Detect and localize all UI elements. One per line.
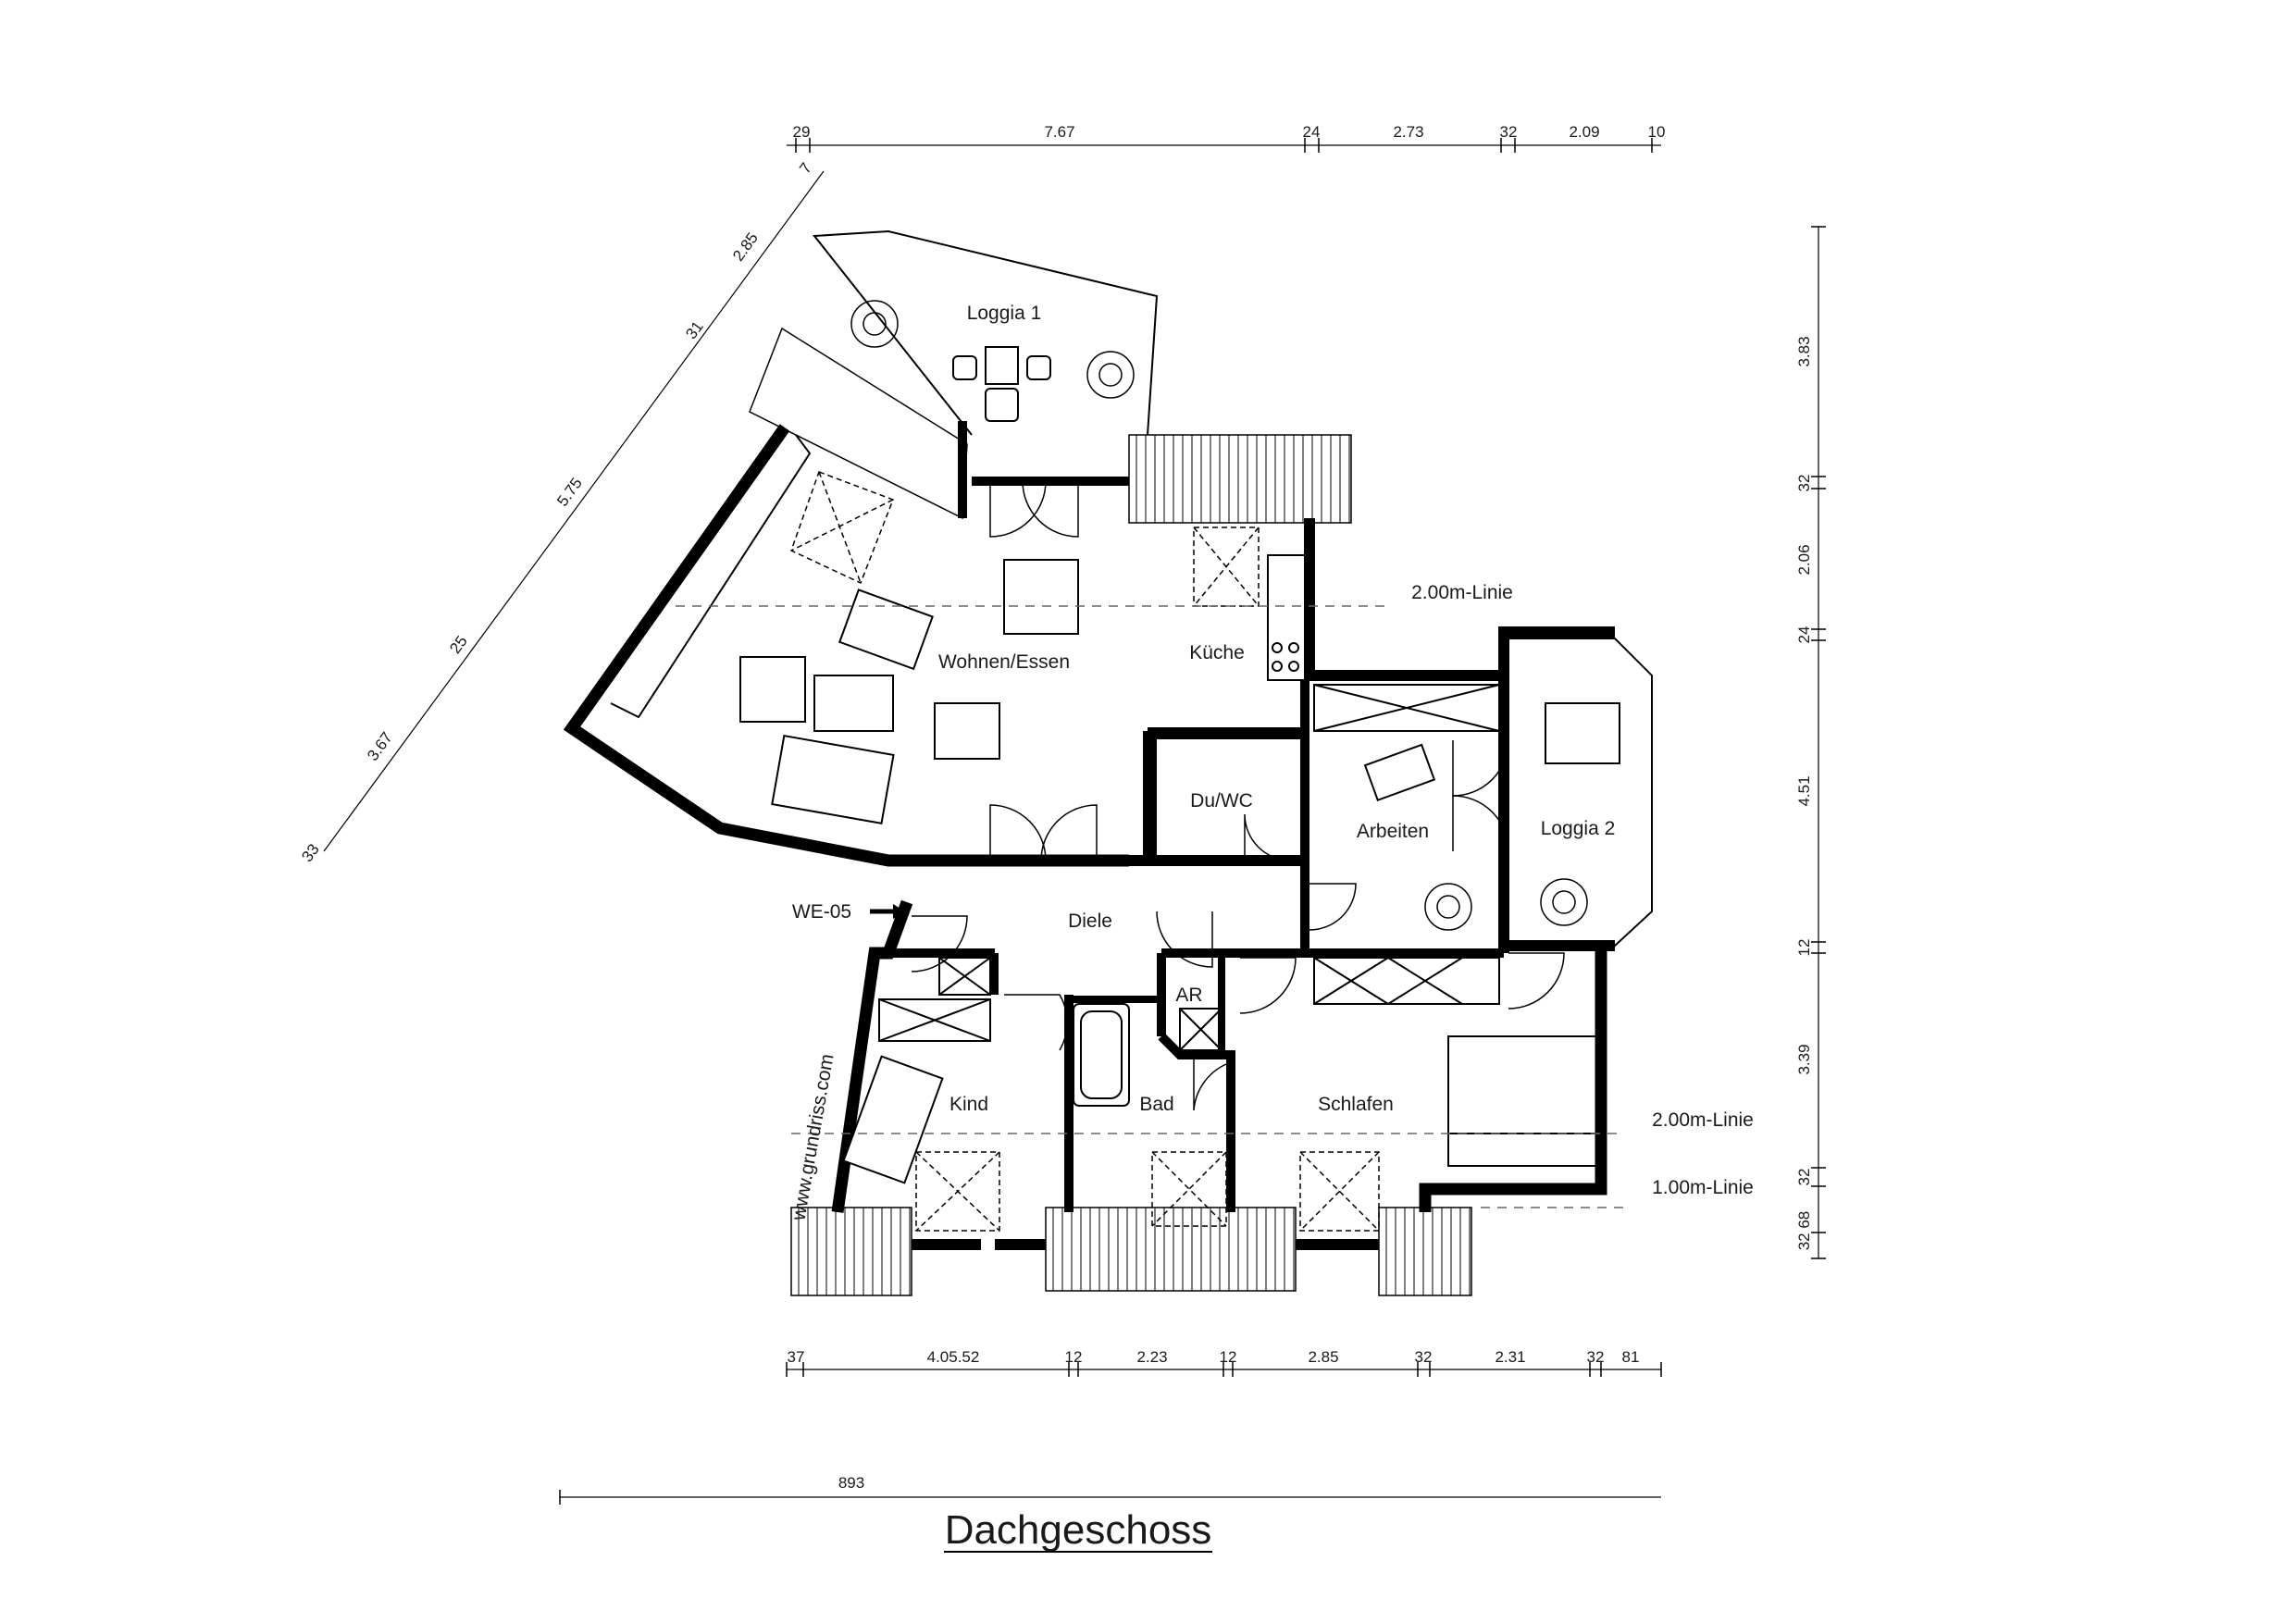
dim-bottom-4: 2.23 xyxy=(1136,1348,1167,1366)
dim-right-7: 3.39 xyxy=(1795,1044,1813,1074)
dim-top-3: 24 xyxy=(1303,123,1321,141)
dim-top-6: 2.09 xyxy=(1569,123,1599,141)
dim-bottom-3: 12 xyxy=(1065,1348,1083,1366)
room-label-bad: Bad xyxy=(1139,1094,1173,1115)
railing-hatching xyxy=(798,435,1471,1295)
entrance-arrow-icon xyxy=(870,904,905,919)
dim-right-8: 32 xyxy=(1795,1169,1813,1186)
room-label-du-wc: Du/WC xyxy=(1190,790,1253,812)
dim-right-3: 2.06 xyxy=(1795,544,1813,575)
dim-bottom-1: 37 xyxy=(788,1348,805,1366)
dim-bottom-7: 32 xyxy=(1415,1348,1433,1366)
room-label-loggia-2: Loggia 2 xyxy=(1541,818,1616,839)
dim-top-1: 29 xyxy=(793,123,811,141)
dim-diag-7: 33 xyxy=(298,841,322,865)
furniture xyxy=(739,346,1620,1184)
entrance-label: WE-05 xyxy=(792,901,851,923)
balcony-railings xyxy=(749,327,1472,1296)
dim-right-1: 3.83 xyxy=(1795,336,1813,366)
dim-right-9: 32 68 xyxy=(1795,1211,1813,1251)
door-swings xyxy=(911,480,1565,1111)
room-label-kind: Kind xyxy=(949,1094,988,1115)
height-line-label-bottom: 2.00m-Linie xyxy=(1652,1109,1754,1131)
dim-bottom-5: 12 xyxy=(1220,1348,1237,1366)
exterior-walls xyxy=(563,421,1615,1250)
dim-bottom-6: 2.85 xyxy=(1308,1348,1338,1366)
dim-top-5: 32 xyxy=(1500,123,1518,141)
watermark-text: www.grundriss.com xyxy=(788,1052,838,1222)
room-label-schlafen: Schlafen xyxy=(1318,1094,1394,1115)
dim-right-5: 4.51 xyxy=(1795,775,1813,806)
dim-top-2: 7.67 xyxy=(1044,123,1074,141)
dimension-lines xyxy=(323,138,1826,1505)
dim-diag-2: 2.85 xyxy=(729,229,762,265)
dim-right-4: 24 xyxy=(1795,626,1813,644)
plant-icons xyxy=(850,300,1588,931)
room-label-loggia-1: Loggia 1 xyxy=(967,303,1042,324)
room-label-wohnen-essen: Wohnen/Essen xyxy=(938,651,1070,673)
dim-diag-1: 7 xyxy=(796,159,815,177)
dim-right-2: 32 xyxy=(1795,475,1813,492)
interior-lines xyxy=(610,434,1597,1232)
room-label-kueche: Küche xyxy=(1189,642,1245,663)
dim-bottom-10: 81 xyxy=(1622,1348,1640,1366)
dim-overall: 893 xyxy=(838,1474,864,1492)
dim-diag-3: 31 xyxy=(682,318,706,342)
room-label-ar: AR xyxy=(1175,985,1202,1006)
dim-bottom-2: 4.05.52 xyxy=(927,1348,980,1366)
dim-bottom-9: 32 xyxy=(1587,1348,1605,1366)
height-line-label-top: 2.00m-Linie xyxy=(1411,582,1513,603)
page-title: Dachgeschoss xyxy=(945,1507,1212,1553)
dim-top-7: 10 xyxy=(1648,123,1666,141)
dim-top-4: 2.73 xyxy=(1393,123,1423,141)
dim-bottom-8: 2.31 xyxy=(1495,1348,1525,1366)
dim-right-6: 12 xyxy=(1795,939,1813,957)
dim-diag-4: 5.75 xyxy=(553,475,586,510)
room-label-arbeiten: Arbeiten xyxy=(1357,821,1429,842)
room-label-diele: Diele xyxy=(1068,911,1112,932)
loggia-outlines xyxy=(813,229,1653,947)
height-lines xyxy=(676,605,1624,1208)
height-line-label-100: 1.00m-Linie xyxy=(1652,1177,1754,1198)
dim-diag-5: 25 xyxy=(446,633,470,657)
